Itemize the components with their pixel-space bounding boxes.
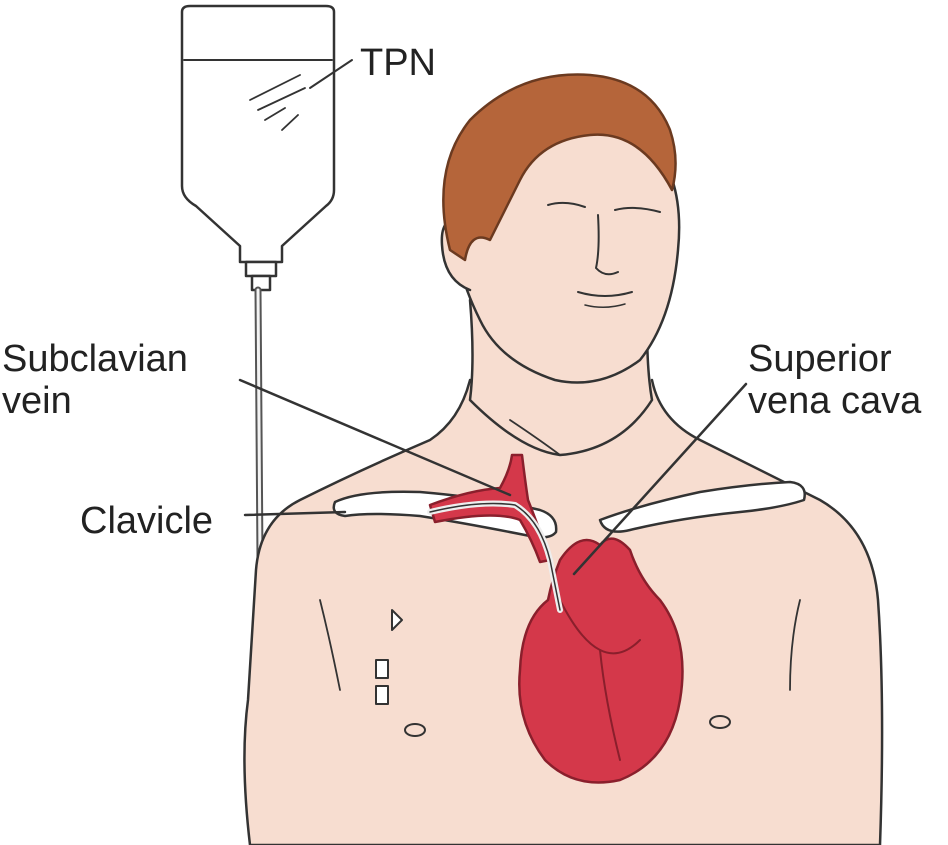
label-subclavian-line2: vein [2, 380, 72, 422]
leader-subclavian [238, 378, 512, 497]
hair [442, 73, 677, 262]
subclavian-vein [428, 453, 552, 564]
label-subclavian-vein: Subclavian vein [2, 338, 188, 422]
label-superior-vena-cava: Superior vena cava [748, 338, 921, 422]
leader-clavicle [243, 510, 347, 517]
label-subclavian-line1: Subclavian [2, 338, 188, 380]
label-tpn-text: TPN [360, 42, 436, 84]
leader-svc [572, 382, 748, 576]
tpn-bag [180, 4, 353, 292]
nipple-left [404, 723, 426, 737]
clavicle-right [598, 480, 806, 533]
label-svc-line2: vena cava [748, 380, 922, 422]
label-tpn: TPN [360, 42, 436, 84]
label-clavicle-text: Clavicle [80, 500, 214, 542]
label-svc-line1: Superior [748, 338, 892, 380]
nipple-right [709, 715, 731, 729]
label-clavicle: Clavicle [80, 500, 213, 542]
